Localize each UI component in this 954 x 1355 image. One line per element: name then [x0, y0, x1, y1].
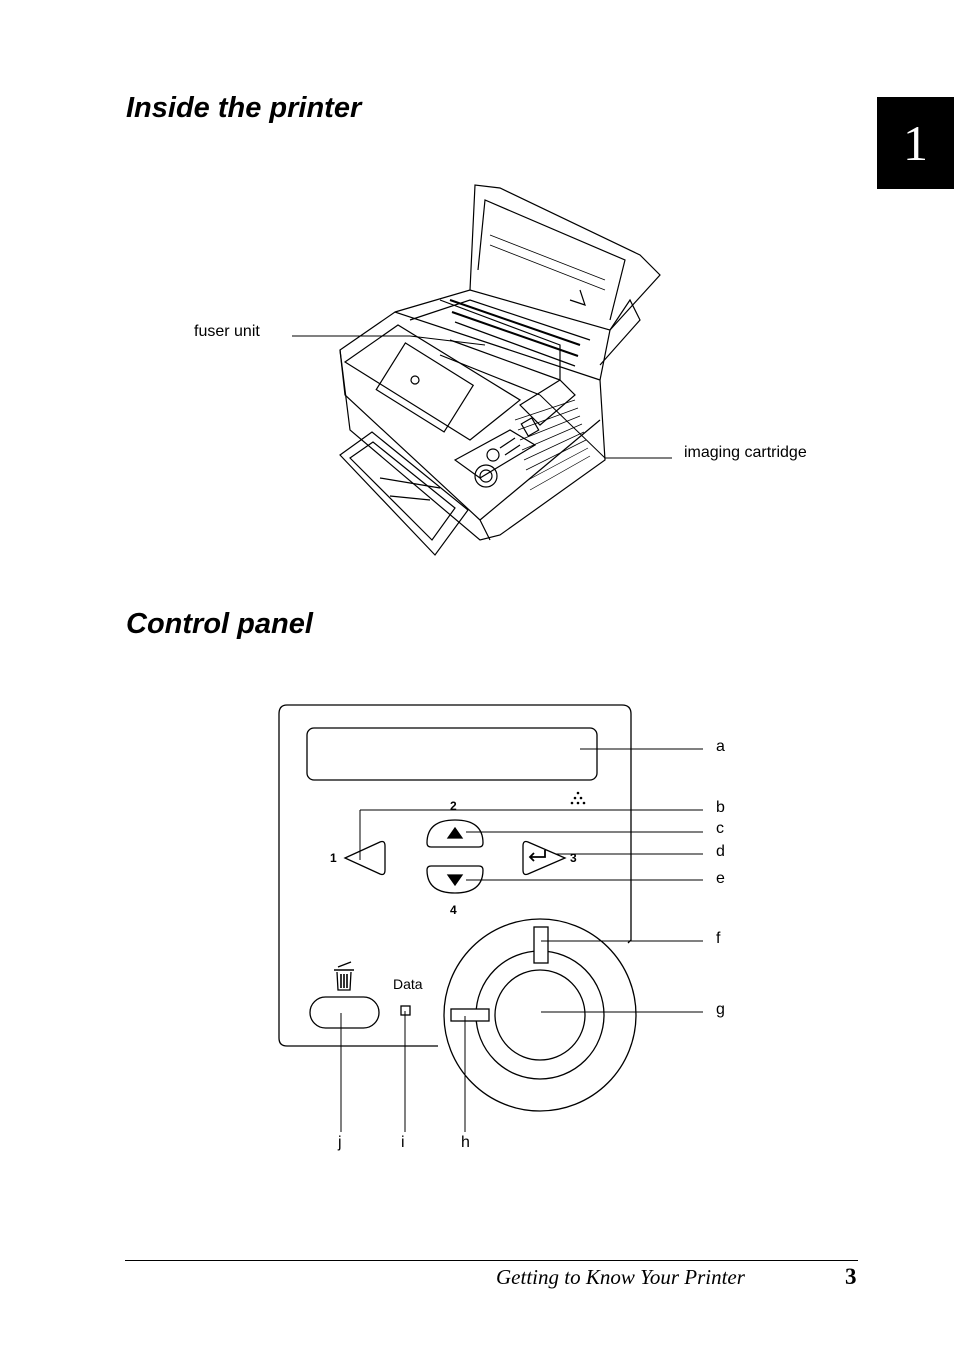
button-number-4: 4: [450, 903, 457, 917]
back-button[interactable]: [343, 840, 386, 876]
callout-g: g: [716, 1001, 725, 1018]
cancel-job-button[interactable]: [309, 996, 380, 1029]
enter-button[interactable]: [522, 840, 567, 876]
down-arrow-icon: [446, 874, 464, 887]
section-heading-control-panel: Control panel: [126, 608, 313, 640]
button-number-2: 2: [450, 799, 457, 813]
callout-j: j: [338, 1134, 342, 1151]
ready-light: [533, 926, 549, 964]
down-button[interactable]: [426, 865, 484, 894]
callout-i: i: [401, 1134, 405, 1151]
button-number-1: 1: [330, 851, 337, 865]
callout-e: e: [716, 870, 725, 887]
callout-b: b: [716, 799, 725, 816]
callout-h: h: [461, 1134, 470, 1151]
trash-icon: [334, 961, 354, 991]
toner-icon: [570, 791, 586, 805]
up-arrow-icon: [446, 826, 464, 839]
enter-icon: [528, 850, 546, 862]
label-fuser-unit: fuser unit: [194, 323, 260, 340]
label-imaging-cartridge: imaging cartridge: [684, 444, 807, 461]
lcd-display: [306, 727, 598, 781]
callout-c: c: [716, 820, 724, 837]
button-number-3: 3: [570, 851, 577, 865]
footer-rule: [125, 1260, 858, 1261]
outer-ring: [443, 918, 637, 1112]
error-light: [450, 1008, 490, 1022]
up-button[interactable]: [426, 819, 484, 848]
callout-f: f: [716, 930, 721, 947]
data-light-label: Data: [393, 976, 423, 992]
callout-d: d: [716, 843, 725, 860]
footer-title: Getting to Know Your Printer: [496, 1265, 745, 1289]
page-number: 3: [845, 1264, 857, 1289]
callout-a: a: [716, 738, 725, 755]
start-stop-button[interactable]: [494, 969, 586, 1061]
chapter-tab: 1: [877, 97, 954, 189]
section-heading-inside-printer: Inside the printer: [126, 92, 362, 124]
